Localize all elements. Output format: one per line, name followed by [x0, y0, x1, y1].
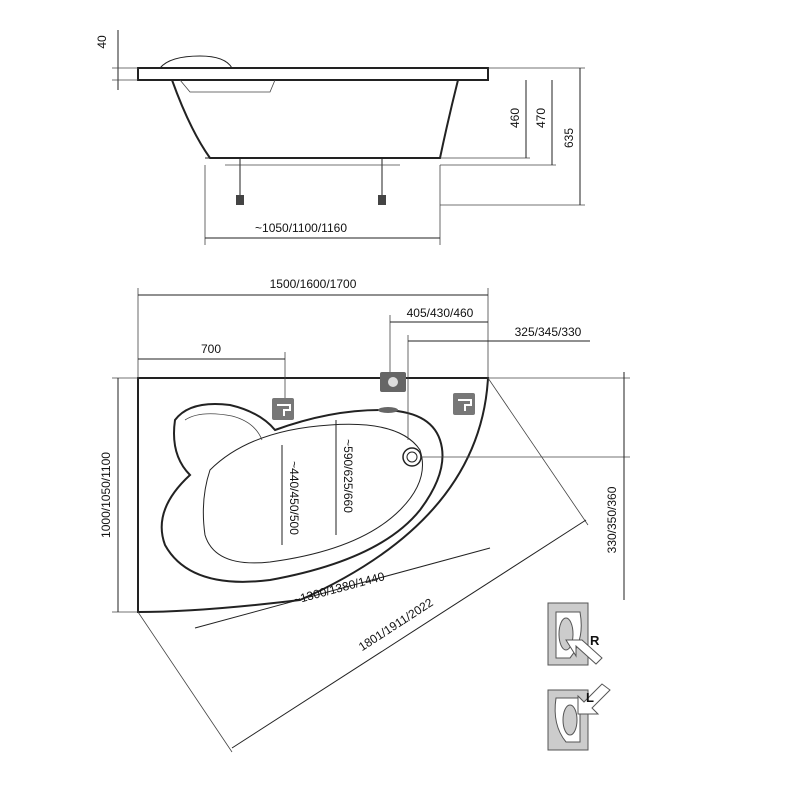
tub-outline — [137, 377, 490, 614]
dim-leg-span-label: ~1050/1100/1160 — [255, 221, 347, 235]
inner-seat — [179, 79, 276, 93]
variant-left-label: L — [586, 690, 594, 705]
leg-left — [236, 158, 244, 205]
faucet-icon — [272, 398, 294, 420]
overflow-icon — [380, 372, 406, 392]
tub-rim — [137, 67, 489, 81]
dim-inner-width-label: ~440/450/500 — [287, 461, 301, 535]
variant-right: R — [547, 602, 603, 666]
dim-width-label: 1000/1050/1100 — [99, 452, 113, 538]
dim-460-label: 460 — [508, 108, 522, 128]
dim-470-label: 470 — [534, 108, 548, 128]
dim-corner-offset-label: 325/345/330 — [515, 325, 582, 339]
dim-inner-length-line — [194, 547, 491, 629]
headrest-top — [184, 413, 263, 441]
arrow-icon — [565, 639, 603, 665]
headrest — [159, 55, 233, 69]
drain-icon — [402, 447, 422, 467]
dim-side-offset-label: 330/350/360 — [605, 486, 619, 553]
dim-diagonal-line — [231, 519, 587, 749]
dim-drain-offset-label: 405/430/460 — [407, 306, 474, 320]
side-view: 40 460 470 635 ~1050/1100/1160 — [95, 30, 585, 245]
faucet-icon — [453, 393, 475, 415]
dim-rim-label: 40 — [95, 35, 109, 49]
variant-right-label: R — [590, 633, 600, 648]
dim-seat-label: 700 — [201, 342, 221, 356]
dim-635-label: 635 — [562, 128, 576, 148]
tub-floor — [202, 423, 423, 564]
dim-length-label: 1500/1600/1700 — [270, 277, 357, 291]
overflow-slot — [378, 407, 398, 413]
dim-inner-wide-label: ~590/625/660 — [341, 439, 355, 513]
dim-inner-length-label: ~1300/1380/1440 — [292, 569, 387, 607]
leg-right — [378, 158, 386, 205]
tub-inner-bowl — [160, 403, 444, 583]
variant-left: L — [547, 683, 611, 751]
top-view: 1500/1600/1700 405/430/460 325/345/330 7… — [99, 277, 630, 753]
arrow-icon — [577, 683, 611, 715]
